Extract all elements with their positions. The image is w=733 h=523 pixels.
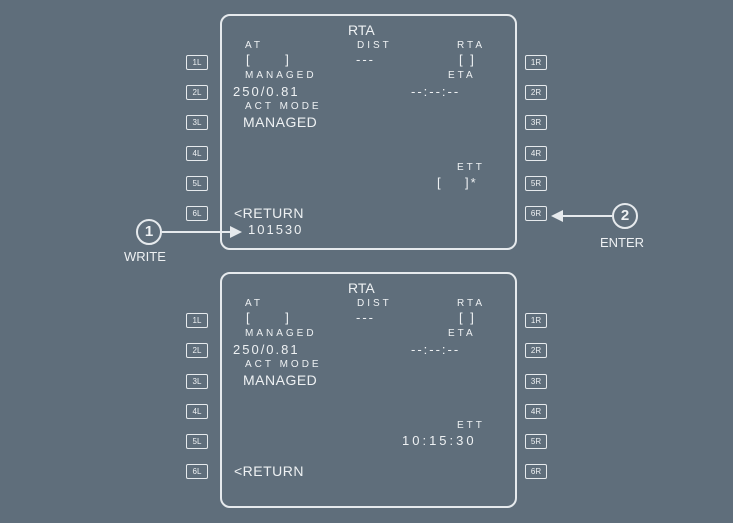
- mcdu-screen: [220, 14, 517, 250]
- eta-value: --:--:--: [411, 84, 461, 99]
- lsk-4l[interactable]: 4L: [186, 404, 208, 419]
- rta-label: RTA: [457, 40, 486, 51]
- lsk-1r[interactable]: 1R: [525, 313, 547, 328]
- managed-label: MANAGED: [245, 70, 317, 81]
- arrow-line: [162, 231, 232, 233]
- lsk-4l[interactable]: 4L: [186, 146, 208, 161]
- ett-label: ETT: [457, 162, 485, 173]
- lsk-4r[interactable]: 4R: [525, 404, 547, 419]
- at-field[interactable]: [ ]: [246, 52, 291, 67]
- step-1-label: WRITE: [124, 249, 166, 264]
- lsk-3l[interactable]: 3L: [186, 374, 208, 389]
- step-2-label: ENTER: [600, 235, 645, 250]
- lsk-3r[interactable]: 3R: [525, 374, 547, 389]
- lsk-5l[interactable]: 5L: [186, 176, 208, 191]
- at-label: AT: [245, 40, 264, 51]
- managed-label: MANAGED: [245, 328, 317, 339]
- act-mode-value: MANAGED: [243, 114, 318, 130]
- mcdu-screen: [220, 272, 517, 508]
- lsk-1l[interactable]: 1L: [186, 55, 208, 70]
- ett-field[interactable]: [ ]*: [437, 175, 478, 190]
- arrow-right-icon: [230, 226, 242, 238]
- return-link[interactable]: <RETURN: [234, 463, 305, 479]
- lsk-1l[interactable]: 1L: [186, 313, 208, 328]
- at-label: AT: [245, 298, 264, 309]
- return-link[interactable]: <RETURN: [234, 205, 305, 221]
- ett-value[interactable]: 10:15:30: [402, 433, 477, 448]
- eta-label: ETA: [448, 328, 476, 339]
- lsk-5r[interactable]: 5R: [525, 434, 547, 449]
- eta-label: ETA: [448, 70, 476, 81]
- lsk-3r[interactable]: 3R: [525, 115, 547, 130]
- dist-label: DIST: [357, 40, 392, 51]
- scratchpad: 101530: [248, 222, 304, 237]
- dist-value: ---: [356, 310, 375, 325]
- lsk-2l[interactable]: 2L: [186, 85, 208, 100]
- step-2-badge: 2: [612, 203, 638, 229]
- eta-value: --:--:--: [411, 342, 461, 357]
- lsk-5r[interactable]: 5R: [525, 176, 547, 191]
- act-mode-label: ACT MODE: [245, 101, 322, 112]
- lsk-2l[interactable]: 2L: [186, 343, 208, 358]
- step-1-badge: 1: [136, 219, 162, 245]
- arrow-left-icon: [551, 210, 563, 222]
- mcdu-before: RTA AT DIST RTA [ ] --- [ ] MANAGED ETA …: [0, 0, 733, 264]
- rta-field[interactable]: [ ]: [459, 310, 476, 325]
- lsk-4r[interactable]: 4R: [525, 146, 547, 161]
- mcdu-after: RTA AT DIST RTA [ ] --- [ ] MANAGED ETA …: [0, 258, 733, 516]
- lsk-6l[interactable]: 6L: [186, 206, 208, 221]
- dist-label: DIST: [357, 298, 392, 309]
- rta-field[interactable]: [ ]: [459, 52, 476, 67]
- rta-label: RTA: [457, 298, 486, 309]
- lsk-3l[interactable]: 3L: [186, 115, 208, 130]
- act-mode-label: ACT MODE: [245, 359, 322, 370]
- act-mode-value: MANAGED: [243, 372, 318, 388]
- arrow-line: [562, 215, 612, 217]
- dist-value: ---: [356, 52, 375, 67]
- at-field[interactable]: [ ]: [246, 310, 291, 325]
- lsk-6l[interactable]: 6L: [186, 464, 208, 479]
- page-title: RTA: [348, 22, 375, 38]
- lsk-5l[interactable]: 5L: [186, 434, 208, 449]
- ett-label: ETT: [457, 420, 485, 431]
- lsk-6r[interactable]: 6R: [525, 206, 547, 221]
- lsk-6r[interactable]: 6R: [525, 464, 547, 479]
- page-title: RTA: [348, 280, 375, 296]
- lsk-1r[interactable]: 1R: [525, 55, 547, 70]
- lsk-2r[interactable]: 2R: [525, 85, 547, 100]
- lsk-2r[interactable]: 2R: [525, 343, 547, 358]
- speed-value: 250/0.81: [233, 84, 300, 99]
- speed-value: 250/0.81: [233, 342, 300, 357]
